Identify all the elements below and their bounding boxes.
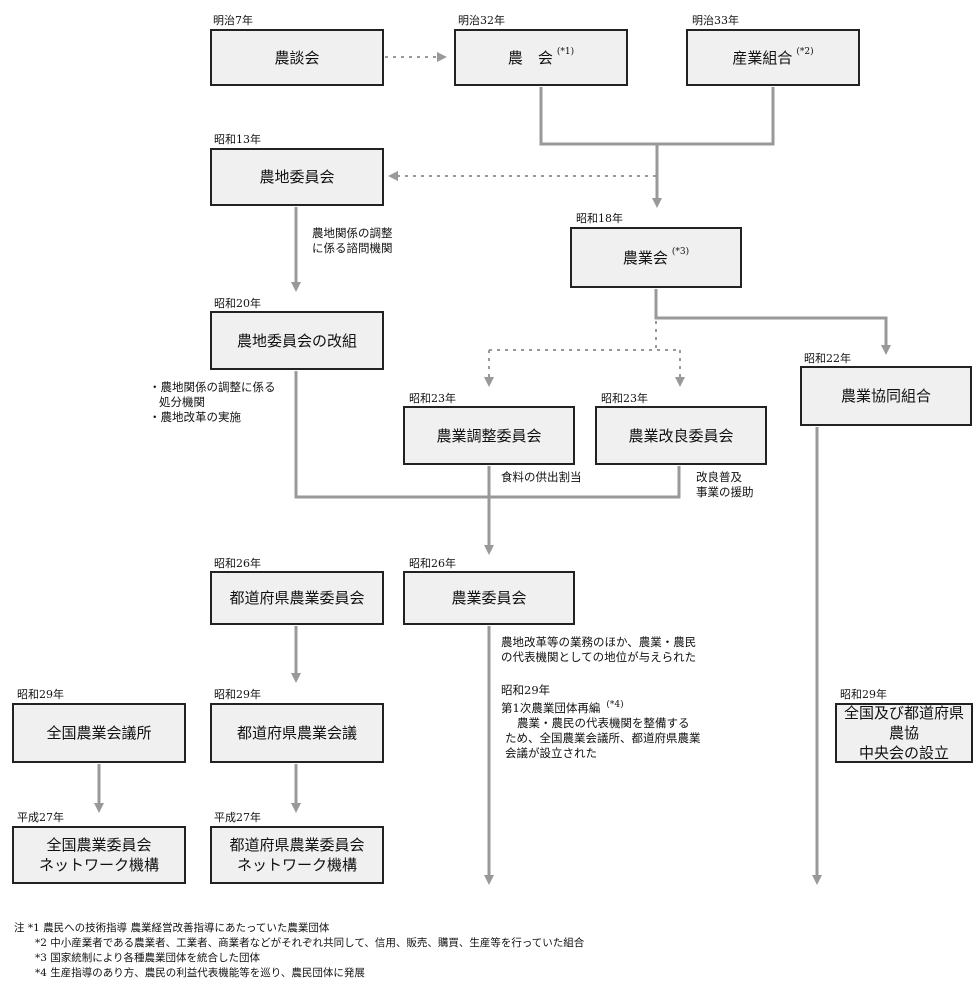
- box-nouchi-iinkai: 農地委員会: [210, 148, 384, 206]
- era-label: 昭和26年: [214, 557, 261, 570]
- footnote: 注 *1 農民への技術指導 農業経営改善指導にあたっていた農業団体: [14, 922, 330, 934]
- note-line: ・農地関係の調整に係る: [149, 380, 276, 394]
- note-nougyou-iin: 農地改革等の業務のほか、農業・農民 の代表機関としての地位が与えられた: [501, 635, 696, 665]
- box-label: 全国農業会議所: [46, 724, 152, 742]
- box-label: 農業会: [622, 248, 668, 267]
- box-todofuken-nougyou-iinkai: 都道府県農業委員会: [210, 571, 384, 625]
- box-chuokai: 全国及び都道府県農協 中央会の設立: [835, 703, 973, 763]
- note-line: の代表機関としての地位が与えられた: [501, 650, 697, 664]
- footnote: *2 中小産業者である農業者、工業者、商業者などがそれぞれ共同して、信用、販売、…: [14, 937, 585, 949]
- box-sangyo-kumiai: 産業組合(*2): [686, 29, 860, 86]
- box-label: 都道府県農業委員会: [229, 589, 365, 607]
- note-line: 会議が設立された: [505, 745, 597, 760]
- box-noudankai: 農談会: [210, 29, 384, 86]
- footnote-mark: (*2): [796, 46, 814, 57]
- note-chosei: 食料の供出割当: [501, 470, 582, 484]
- note-line: 事業の援助: [696, 485, 754, 499]
- footnote: *4 生産指導のあり方、農民の利益代表機能等を巡り、農民団体に発展: [14, 967, 365, 979]
- note-line: 改良普及: [696, 470, 742, 484]
- era-label: 昭和29年: [17, 688, 64, 701]
- note-nouchi: 農地関係の調整 に係る諮問機関: [312, 226, 393, 256]
- box-label: 都道府県農業会議: [236, 724, 357, 742]
- note-kairyo: 改良普及 事業の援助: [696, 470, 754, 500]
- box-network-todofuken: 都道府県農業委員会 ネットワーク機構: [210, 826, 384, 884]
- era-label: 平成27年: [214, 811, 261, 824]
- note-line: 農業・農民の代表機関を整備する: [517, 715, 690, 730]
- era-label: 昭和29年: [214, 688, 261, 701]
- footnote-mark: (*4): [606, 700, 624, 710]
- footnote: *3 国家統制により各種農業団体を統合した団体: [14, 952, 261, 964]
- note-kaiso: ・農地関係の調整に係る 処分機関 ・農地改革の実施: [149, 380, 276, 425]
- box-todofuken-kaigi: 都道府県農業会議: [210, 703, 384, 763]
- box-nougyoukai: 農業会(*3): [570, 227, 742, 288]
- box-nouchi-kaiso: 農地委員会の改組: [210, 311, 384, 370]
- era-label: 昭和13年: [214, 133, 261, 146]
- box-label: 農業協同組合: [840, 387, 931, 405]
- note-line: 農地改革等の業務のほか、農業・農民: [501, 635, 697, 649]
- box-label: 農業改良委員会: [628, 426, 734, 445]
- box-chosei-iinkai: 農業調整委員会: [403, 406, 575, 465]
- box-label: 農業調整委員会: [436, 426, 542, 445]
- box-label: 全国農業委員会: [46, 836, 152, 854]
- box-label: 全国及び都道府県農協: [843, 704, 964, 742]
- box-network-zenkoku: 全国農業委員会 ネットワーク機構: [12, 826, 186, 884]
- era-label: 昭和20年: [214, 297, 261, 310]
- era-label: 明治7年: [213, 14, 253, 27]
- era-label: 昭和29年: [840, 688, 887, 701]
- note-line: ・農地改革の実施: [149, 410, 241, 424]
- box-label: 産業組合: [732, 48, 793, 67]
- footnote-mark: (*1): [556, 46, 575, 57]
- note-s29-reorganization: 昭和29年 第1次農業団体再編 (*4) 農業・農民の代表機関を整備する ため、全…: [501, 683, 701, 761]
- footnote-mark: (*3): [671, 246, 690, 257]
- box-label: ネットワーク機構: [236, 856, 357, 874]
- era-label: 明治33年: [692, 14, 739, 27]
- note-line: 農地関係の調整: [312, 226, 393, 240]
- box-label: 農業委員会: [451, 589, 527, 607]
- box-kairyo-iinkai: 農業改良委員会: [595, 406, 767, 465]
- box-label: 農 会: [507, 48, 553, 67]
- box-label: 農地委員会の改組: [236, 331, 357, 350]
- note-line: 処分機関: [159, 395, 205, 409]
- box-zenkoku-kaigisho: 全国農業会議所: [12, 703, 186, 763]
- box-label: 農地委員会: [259, 168, 335, 186]
- era-label: 昭和18年: [576, 212, 623, 225]
- note-line: 第1次農業団体再編: [501, 700, 601, 715]
- dotted-split: [489, 289, 680, 351]
- box-nougyou-kyodo-kumiai: 農業協同組合: [800, 366, 972, 426]
- era-label: 昭和23年: [409, 392, 456, 405]
- merge-line: [539, 87, 775, 146]
- era-label: 昭和26年: [409, 557, 456, 570]
- box-label: ネットワーク機構: [38, 856, 159, 874]
- era-label: 昭和22年: [804, 352, 851, 365]
- box-nougyou-iinkai: 農業委員会: [403, 571, 575, 625]
- box-noukai: 農 会(*1): [454, 29, 628, 86]
- note-line: 昭和29年: [501, 683, 551, 697]
- era-label: 平成27年: [17, 811, 64, 824]
- box-label: 都道府県農業委員会: [229, 836, 365, 854]
- note-line: に係る諮問機関: [312, 241, 393, 255]
- era-label: 明治32年: [458, 14, 505, 27]
- era-label: 昭和23年: [601, 392, 648, 405]
- note-line: ため、全国農業会議所、都道府県農業: [505, 730, 701, 745]
- arrow-to-kyodo: [654, 289, 891, 355]
- box-label: 中央会の設立: [858, 744, 949, 762]
- box-label: 農談会: [274, 48, 320, 67]
